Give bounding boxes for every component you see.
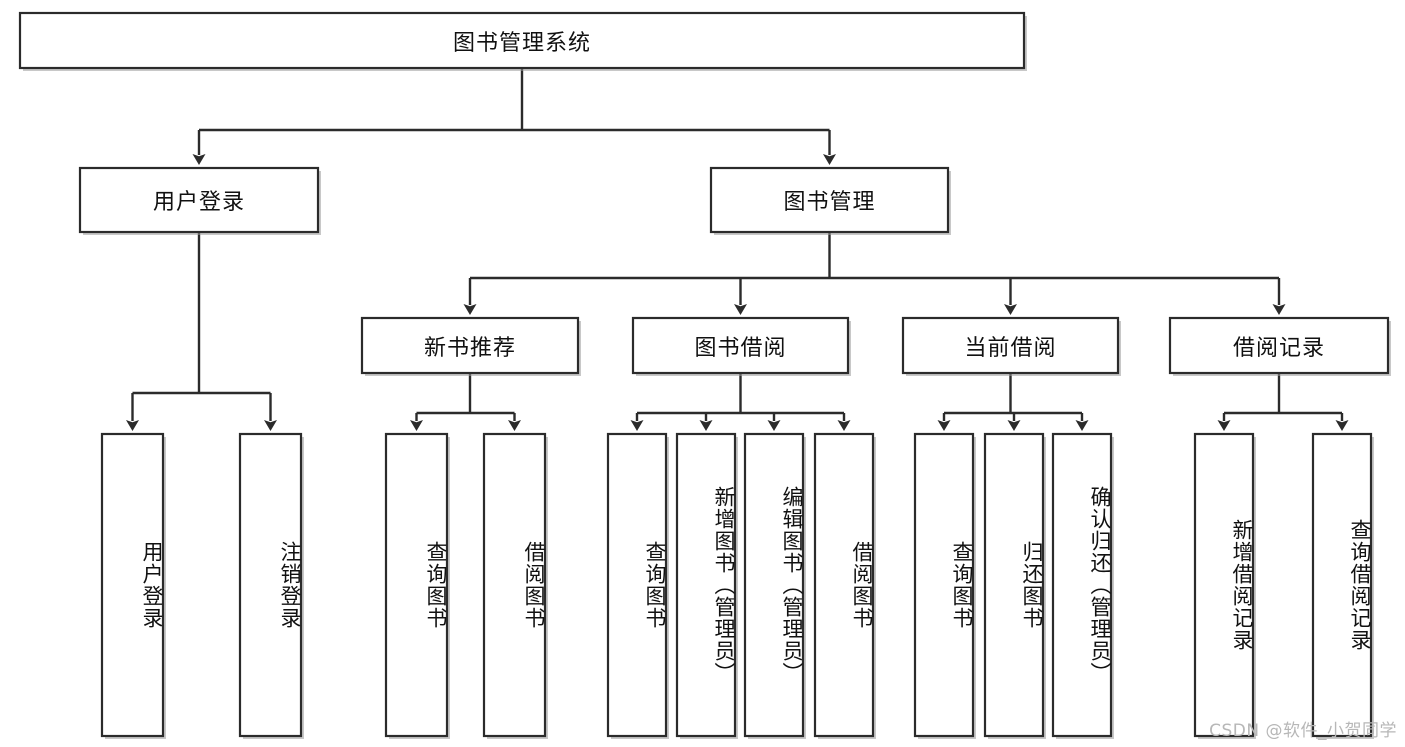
node-leaf-query-book-2[interactable] xyxy=(606,432,668,738)
connectors-layer xyxy=(126,68,1349,431)
node-leaf-query-book-1[interactable] xyxy=(384,432,449,738)
node-user-login[interactable] xyxy=(78,166,320,234)
node-leaf-confirm-return[interactable] xyxy=(1051,432,1113,738)
node-leaf-add-record[interactable] xyxy=(1193,432,1255,738)
node-leaf-query-book-3[interactable] xyxy=(913,432,975,738)
node-root[interactable] xyxy=(18,11,1026,70)
node-new-book-recommend[interactable] xyxy=(360,316,580,375)
boxes-layer xyxy=(18,11,1391,739)
node-leaf-query-record[interactable] xyxy=(1311,432,1373,738)
node-leaf-borrow-book-1[interactable] xyxy=(482,432,547,738)
node-leaf-user-login[interactable] xyxy=(100,432,165,738)
node-current-borrow[interactable] xyxy=(901,316,1120,375)
node-leaf-logout[interactable] xyxy=(238,432,303,738)
node-book-manage[interactable] xyxy=(709,166,950,234)
watermark-text: CSDN @软件_小贺同学 xyxy=(1209,721,1397,741)
node-borrow-record[interactable] xyxy=(1168,316,1390,375)
node-leaf-edit-book[interactable] xyxy=(743,432,805,738)
node-leaf-borrow-book-2[interactable] xyxy=(813,432,875,738)
node-book-borrow[interactable] xyxy=(631,316,850,375)
node-leaf-add-book[interactable] xyxy=(675,432,737,738)
node-leaf-return-book[interactable] xyxy=(983,432,1045,738)
